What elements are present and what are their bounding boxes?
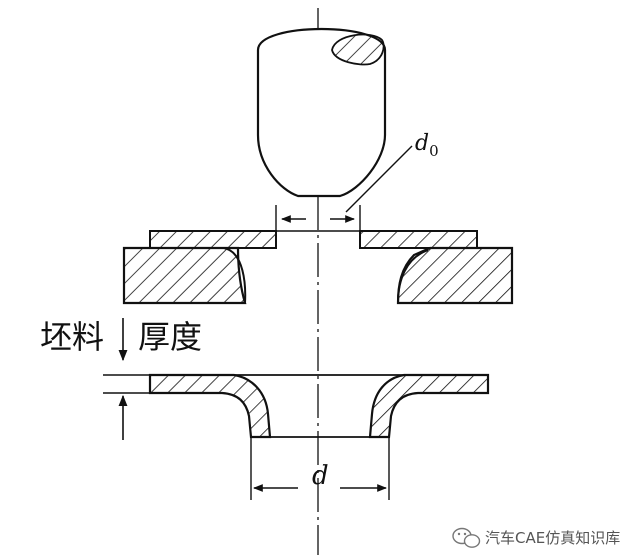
punch-section-hatch [331,33,385,66]
d0-dimension [275,145,413,232]
flanged-part-right [368,373,490,439]
flanged-part [148,373,490,439]
d-label: d [312,461,329,491]
die [122,246,514,305]
d0-label: d0 [415,131,439,160]
blank-thickness-label-right: 厚度 [138,318,202,356]
watermark: 汽车CAE仿真知识库 [452,527,620,548]
d-dimension [250,437,390,500]
wechat-icon [452,527,481,548]
flanged-part-left [148,373,272,439]
punch [256,27,387,198]
blank-sheet [149,230,478,249]
blank-thickness-label-left: 坯料 [40,318,104,356]
die-left [122,246,247,305]
watermark-text: 汽车CAE仿真知识库 [485,529,620,547]
thickness-dimension [103,318,150,440]
